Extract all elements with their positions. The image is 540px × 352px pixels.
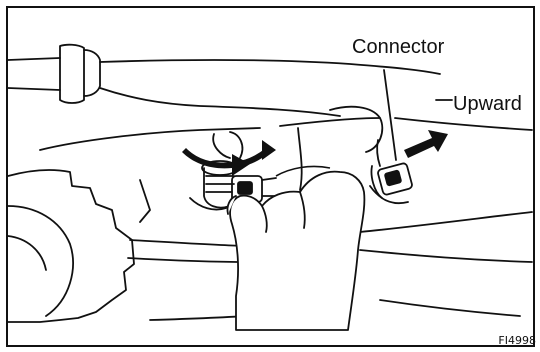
body-line-3 (395, 118, 532, 130)
rotate-arrow-right-head (262, 140, 276, 160)
body-line-2 (280, 118, 380, 126)
gear-inner-ring (8, 206, 73, 316)
boss-outline (330, 107, 382, 152)
sensor-cap (213, 134, 230, 158)
hose-upper (100, 60, 440, 74)
upward-arrow (404, 130, 448, 158)
plate-line-4 (360, 250, 532, 262)
connector-leader-line (384, 70, 396, 160)
hose-lower (100, 88, 340, 116)
pipe-clamp (60, 45, 84, 103)
body-line-1 (40, 128, 260, 150)
sensor-cap-right (230, 132, 242, 158)
pipe-clamp-ring (84, 50, 100, 96)
plate-line-3 (128, 258, 250, 262)
connector-label: Connector (352, 36, 444, 59)
left-connector-wires (262, 178, 278, 196)
plate-line-2 (360, 212, 532, 232)
pipe-top-edge (8, 58, 60, 60)
left-connector-latch (238, 182, 252, 194)
sensor-threads (206, 176, 234, 192)
plate-line-6 (380, 300, 520, 316)
gear-hub (8, 236, 46, 270)
right-connector-stem (377, 140, 380, 166)
figure-code: FI4998 (498, 334, 536, 347)
right-connector-latch (385, 170, 402, 185)
hand-palm (230, 172, 364, 330)
upward-label: Upward (453, 93, 522, 116)
body-notch (140, 180, 150, 222)
pipe-bottom-edge (8, 88, 60, 90)
body-edge-vertical (298, 128, 302, 190)
